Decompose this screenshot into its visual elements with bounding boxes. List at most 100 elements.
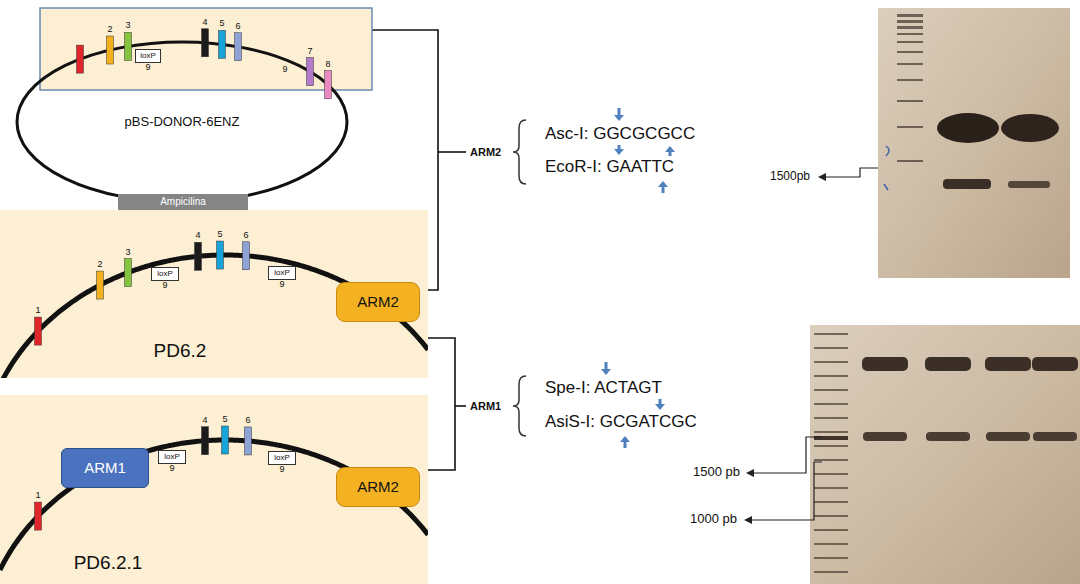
plasmid-outline	[17, 8, 372, 210]
homology-arm-box: ARM1	[61, 448, 149, 488]
ladder-band	[897, 63, 923, 65]
site-bar	[202, 29, 209, 57]
site-bar	[125, 32, 132, 60]
loxp-number: 9	[145, 62, 150, 72]
homology-arm-box: ARM2	[336, 467, 420, 507]
pen-mark	[884, 184, 888, 190]
gel-band	[1008, 181, 1050, 188]
site-number: 4	[195, 230, 200, 240]
enzyme-site: AsiS-I: GCGATCGC	[545, 412, 697, 432]
gel-band	[1001, 114, 1059, 142]
ladder-band	[897, 100, 923, 102]
site-bar	[97, 271, 104, 299]
enzyme-site: Spe-I: ACTAGT	[545, 378, 662, 398]
bracket-label: ARM1	[470, 400, 501, 413]
band-size: 1500 pb	[693, 465, 740, 480]
node-label: loxP	[140, 51, 156, 60]
site-bar	[35, 502, 42, 530]
cut-arrow	[624, 441, 627, 448]
cut-arrowhead	[620, 436, 630, 442]
node-label: ARM2	[357, 478, 399, 495]
enzyme-site: Asc-I: GGCGCGCC	[545, 124, 695, 144]
site-bar	[217, 241, 224, 269]
loxp-site-box: loxP	[151, 267, 179, 281]
construct-backbone	[0, 440, 428, 570]
cut-arrowhead	[665, 146, 675, 152]
ladder-band	[814, 543, 848, 545]
ladder-band	[814, 515, 848, 517]
ladder-band	[814, 473, 848, 475]
bracket-label: ARM2	[470, 146, 501, 159]
ladder-band	[814, 445, 848, 447]
site-number: 5	[219, 18, 224, 28]
site-number: 1	[35, 490, 40, 500]
site-bar	[235, 33, 242, 61]
construct-panel: PD6.2.1ARM1loxPloxPARM2	[0, 395, 428, 584]
site-number: 2	[97, 259, 102, 269]
loxp-number: 9	[279, 464, 284, 474]
loxp-site-box: loxP	[268, 266, 296, 280]
ladder-band	[897, 41, 923, 43]
pen-mark	[886, 146, 889, 156]
leader-arrowhead	[818, 173, 826, 181]
homology-arm-box: ARM2	[336, 282, 420, 322]
cut-arrowhead	[655, 404, 665, 410]
site-bar	[307, 58, 314, 86]
ladder-band	[814, 431, 848, 433]
site-bar	[125, 259, 132, 287]
node-label: PD6.2	[154, 340, 207, 362]
ladder-band	[814, 529, 848, 531]
site-bar	[77, 45, 84, 73]
site-number: 7	[307, 46, 312, 56]
site-number: 5	[217, 229, 222, 239]
gel-band	[863, 432, 907, 441]
ladder-band	[814, 403, 848, 405]
node-label: loxP	[164, 452, 180, 461]
gel-band	[1033, 432, 1077, 441]
site-number: 3	[125, 247, 130, 257]
ladder-band	[814, 417, 848, 419]
ladder-band	[814, 571, 848, 573]
site-bar	[195, 242, 202, 270]
construct-backbone	[0, 255, 428, 378]
node-label: PD6.2.1	[74, 552, 143, 574]
site-bar	[243, 242, 250, 270]
ladder-band	[814, 487, 848, 489]
ladder-band	[897, 126, 923, 128]
gel-photo	[878, 8, 1070, 278]
ladder-band	[814, 501, 848, 503]
construct-panel: PD6.2 loxP loxP ARM2	[0, 210, 428, 378]
site-number: 4	[202, 415, 207, 425]
site-number: 1	[35, 305, 40, 315]
ladder-band	[814, 459, 848, 461]
site-bar	[219, 30, 226, 58]
node-label: pBS-DONOR-6ENZ	[125, 115, 240, 130]
bracket-connector	[428, 338, 466, 470]
plasmid-ring	[17, 42, 347, 202]
ladder-band	[814, 557, 848, 559]
ladder-band	[897, 26, 923, 29]
gel-band	[943, 179, 991, 189]
gel-band	[926, 432, 970, 441]
cut-arrow	[605, 362, 608, 370]
site-number: 6	[245, 415, 250, 425]
ladder-band	[897, 160, 923, 162]
leader-arrowhead	[746, 469, 754, 477]
gel-photo	[810, 325, 1080, 584]
bracket-tick	[455, 405, 466, 407]
plasmid-map: pBS-DONOR-6ENZ loxP	[17, 8, 372, 210]
node-label: ARM1	[84, 459, 126, 476]
ladder-band	[814, 347, 848, 349]
cut-arrow	[662, 186, 665, 193]
site-bar	[245, 427, 252, 455]
ladder-band	[814, 361, 848, 363]
leader-arrowhead	[744, 516, 752, 524]
ladder-band	[897, 79, 923, 81]
loxp-number: 9	[169, 463, 174, 473]
cut-arrowhead	[614, 149, 624, 155]
gel-band	[925, 357, 971, 371]
node-label: loxP	[274, 268, 290, 277]
ladder-band	[814, 389, 848, 391]
site-number: 5	[222, 414, 227, 424]
